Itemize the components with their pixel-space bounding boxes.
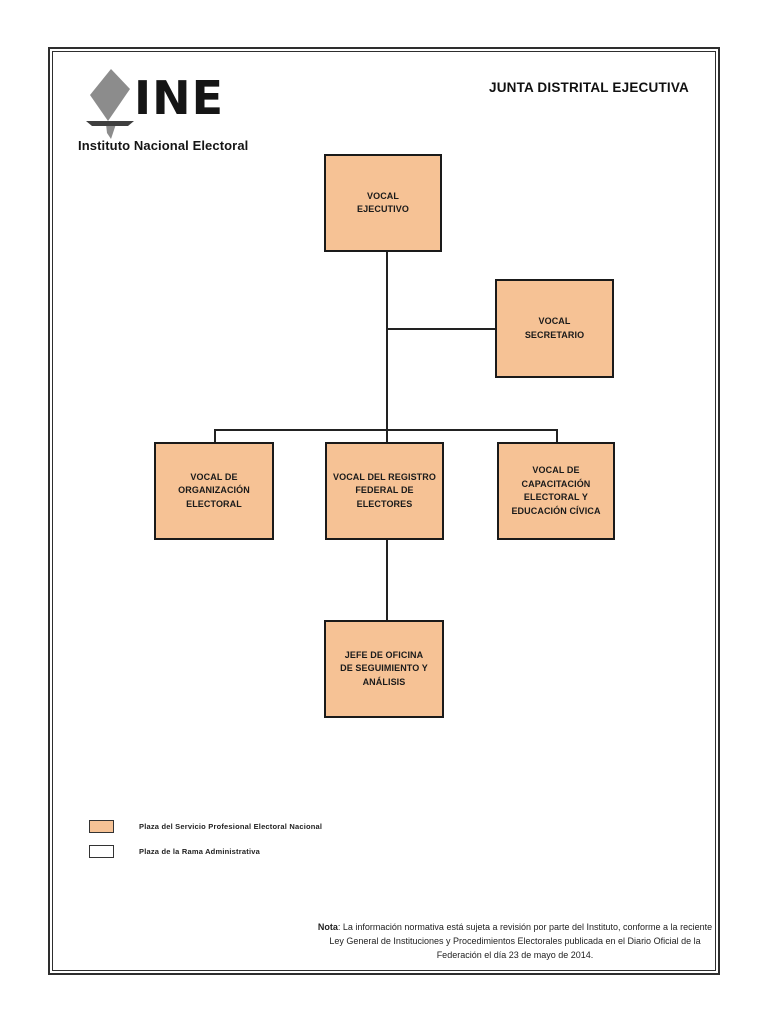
connector-trunk-bottom	[386, 540, 388, 620]
ine-logo-subtitle: Instituto Nacional Electoral	[78, 138, 249, 153]
ine-logo-acronym: INE	[134, 71, 225, 125]
footer-note: Nota: La información normativa está suje…	[312, 921, 718, 963]
ine-ballot-diamond-icon	[86, 69, 134, 139]
org-node-vocal-organizacion-electoral: VOCAL DE ORGANIZACIÓN ELECTORAL	[154, 442, 274, 540]
connector-trunk-top	[386, 252, 388, 442]
connector-row-branch	[214, 429, 558, 431]
page-border-frame: INE Instituto Nacional Electoral JUNTA D…	[48, 47, 720, 975]
legend-label-spen: Plaza del Servicio Profesional Electoral…	[139, 821, 323, 831]
legend-swatch-spen	[89, 819, 114, 833]
org-node-vocal-secretario: VOCAL SECRETARIO	[495, 279, 614, 378]
legend-item-rama-administrativa: Plaza de la Rama Administrativa	[89, 844, 322, 858]
org-node-jefe-oficina-seguimiento-analisis: JEFE DE OFICINA DE SEGUIMIENTO Y ANÁLISI…	[324, 620, 444, 718]
footer-note-label: Nota	[317, 922, 338, 932]
page-title: JUNTA DISTRITAL EJECUTIVA	[488, 80, 689, 95]
connector-secretario-branch	[387, 328, 495, 330]
ine-logo: INE Instituto Nacional Electoral	[78, 67, 308, 162]
org-node-vocal-ejecutivo: VOCAL EJECUTIVO	[324, 154, 442, 252]
legend-swatch-rama-administrativa	[89, 844, 114, 858]
connector-stub-left	[214, 429, 216, 442]
legend-item-spen: Plaza del Servicio Profesional Electoral…	[89, 819, 322, 833]
footer-note-text: : La información normativa está sujeta a…	[329, 922, 713, 960]
org-node-vocal-capacitacion-electoral: VOCAL DE CAPACITACIÓN ELECTORAL Y EDUCAC…	[497, 442, 615, 540]
legend: Plaza del Servicio Profesional Electoral…	[89, 819, 322, 869]
legend-label-rama-administrativa: Plaza de la Rama Administrativa	[139, 846, 260, 856]
connector-stub-right	[556, 429, 558, 442]
org-node-vocal-registro-federal-electores: VOCAL DEL REGISTRO FEDERAL DE ELECTORES	[325, 442, 444, 540]
